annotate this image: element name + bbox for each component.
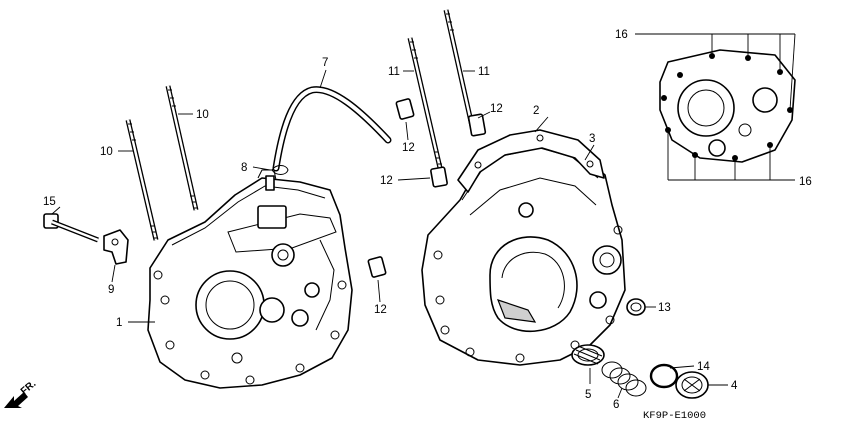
callout-12-bottom: 12 <box>374 304 387 316</box>
bracket-9 <box>103 229 129 265</box>
oil-seal-13 <box>626 298 646 316</box>
diagram-code: KF9P-E1000 <box>643 410 706 422</box>
flange-bolt-15 <box>43 213 99 243</box>
strainer-spring-6 <box>601 361 647 397</box>
stud-bolt-11-front <box>407 37 443 169</box>
callout-14: 14 <box>697 361 710 373</box>
callout-7: 7 <box>322 57 328 69</box>
callout-11-front: 11 <box>388 66 400 78</box>
callout-16-bottom: 16 <box>799 176 812 188</box>
stud-bolt-10-rear <box>165 85 199 211</box>
dowel-pin-12-upper-mid <box>467 113 487 137</box>
callout-12-mid: 12 <box>380 175 393 187</box>
callout-12-top: 12 <box>402 142 415 154</box>
dowel-pin-12-bottom <box>367 256 387 278</box>
callout-16-top: 16 <box>615 29 628 41</box>
front-direction-arrow: FR. <box>4 378 38 408</box>
dowel-pin-12-top <box>395 98 415 120</box>
dowel-pin-12-mid <box>430 166 448 188</box>
callout-11-rear: 11 <box>478 66 490 78</box>
callout-10-rear: 10 <box>196 109 209 121</box>
callout-13: 13 <box>658 302 671 314</box>
leader-lines <box>51 33 796 399</box>
callout-3: 3 <box>589 133 595 145</box>
callout-15: 15 <box>43 196 56 208</box>
callout-2: 2 <box>533 105 539 117</box>
right-crankcase-half <box>421 129 626 366</box>
callout-1: 1 <box>116 317 122 329</box>
drain-plug-cap-4 <box>675 371 709 399</box>
breather-tube-7 <box>272 86 392 172</box>
crankcase-inset-bolt-locations <box>659 49 796 163</box>
tube-clip-8 <box>271 165 289 175</box>
stud-bolt-10-front <box>125 119 159 241</box>
callout-6: 6 <box>613 399 619 411</box>
left-crankcase-half <box>147 169 353 389</box>
callout-9: 9 <box>108 284 114 296</box>
callout-5: 5 <box>585 389 591 401</box>
o-ring-14 <box>649 363 679 389</box>
callout-8: 8 <box>241 162 247 174</box>
callout-labels: 1 2 3 4 5 6 7 8 9 10 10 11 11 12 12 12 1… <box>43 29 812 411</box>
callout-12-upper-mid: 12 <box>490 103 503 115</box>
callout-10-front: 10 <box>100 146 113 158</box>
callout-4: 4 <box>731 380 738 392</box>
oil-strainer-screen-5 <box>571 344 605 366</box>
